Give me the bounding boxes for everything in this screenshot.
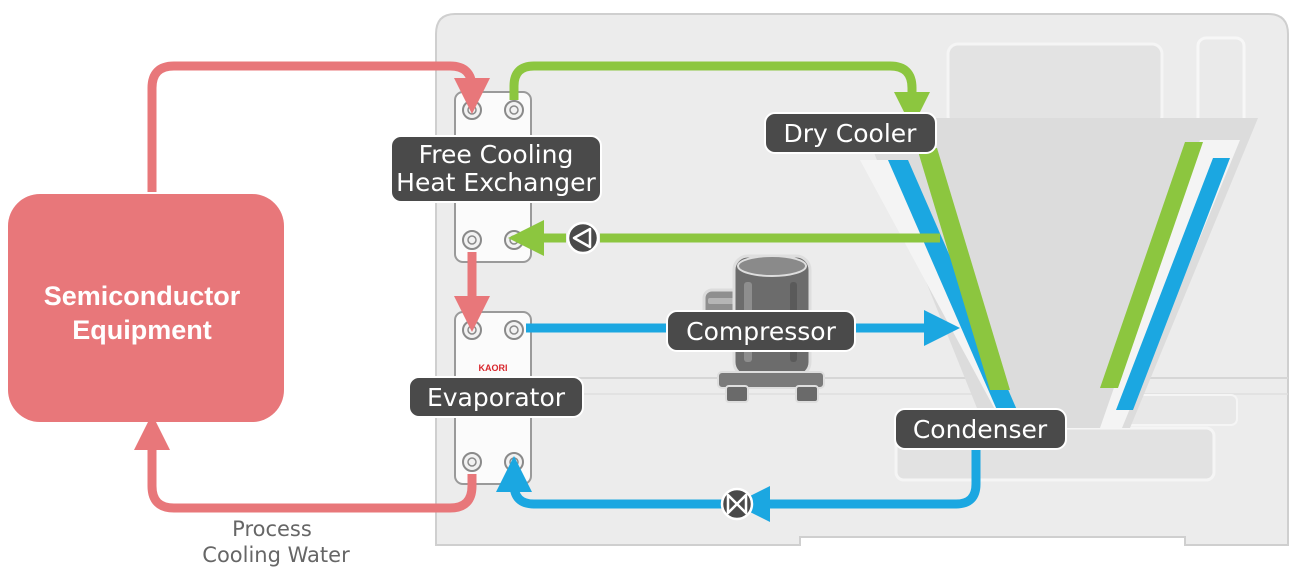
heat-exchanger-label: Free Cooling Heat Exchanger [390,135,602,203]
equipment-label-line1: Semiconductor [44,281,241,311]
dry-cooler-label-text: Dry Cooler [784,119,918,148]
condenser-label-text: Condenser [913,415,1048,444]
heat-exchanger-label-line1: Free Cooling [419,140,574,169]
evaporator-label-text: Evaporator [427,383,566,412]
condenser-label: Condenser [894,408,1067,450]
process-water-loop [134,61,490,513]
evaporator-brand-logo: KAORI [479,363,508,373]
evaporator-label: Evaporator [408,376,584,418]
dry-cooler-label: Dry Cooler [764,112,937,154]
semiconductor-equipment-block: Semiconductor Equipment [8,194,284,422]
pump-icon [566,221,600,255]
heat-exchanger-label-line2: Heat Exchanger [396,168,596,197]
expansion-valve-icon [720,487,754,521]
dry-cooler-coils [917,142,1203,390]
water-caption-line2: Cooling Water [202,543,350,567]
water-caption-line1: Process [232,517,312,541]
compressor-label: Compressor [666,310,856,352]
compressor-label-text: Compressor [686,317,836,346]
equipment-label-line2: Equipment [72,315,212,345]
glycol-loop [508,61,940,256]
